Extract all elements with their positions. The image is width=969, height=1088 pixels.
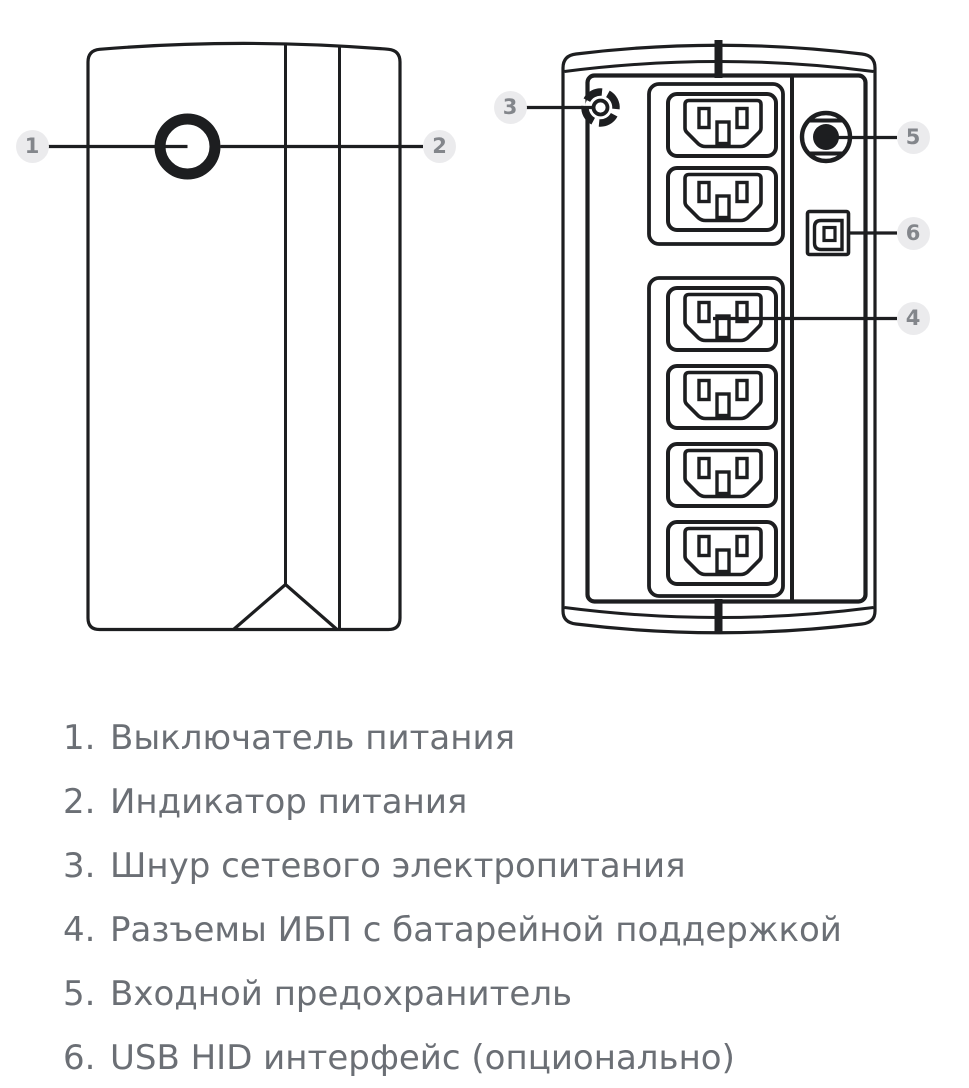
outlet-icon-1 xyxy=(666,92,778,158)
legend-item: 3. Шнур сетевого электропитания xyxy=(63,834,842,898)
outlet-icon-4 xyxy=(666,364,778,430)
legend-item-text: Индикатор питания xyxy=(110,782,468,822)
callout-badge-1: 1 xyxy=(15,130,49,163)
legend-item-text: USB HID интерфейс (опционально) xyxy=(110,1038,735,1078)
legend-item-text: Выключатель питания xyxy=(110,718,516,758)
callout-badge-4: 4 xyxy=(896,302,930,335)
callout-badge-5: 5 xyxy=(896,121,930,154)
ups-views-illustration xyxy=(48,40,897,635)
legend-item-number: 6. xyxy=(63,1038,96,1078)
callout-badge-6: 6 xyxy=(896,216,930,250)
legend-item: 5. Входной предохранитель xyxy=(63,962,842,1026)
legend-item: 6. USB HID интерфейс (опционально) xyxy=(63,1026,842,1088)
ups-back-view xyxy=(561,40,877,635)
callout-badge-3: 3 xyxy=(493,91,527,124)
legend-item-text: Шнур сетевого электропитания xyxy=(110,846,686,886)
back-bottom-notch xyxy=(714,599,723,633)
legend-item-number: 5. xyxy=(63,974,96,1014)
power-cord-anchor-icon xyxy=(581,88,620,127)
legend-item: 1. Выключатель питания xyxy=(63,706,842,770)
outlet-group-surge xyxy=(647,82,785,246)
legend-item: 4. Разъемы ИБП с батарейной поддержкой xyxy=(63,898,842,962)
legend-list: 1. Выключатель питания 2. Индикатор пита… xyxy=(63,706,842,1088)
legend-item-text: Входной предохранитель xyxy=(110,974,573,1014)
usb-port-icon xyxy=(805,209,851,257)
callout-badge-2: 2 xyxy=(423,130,456,163)
legend-item-number: 3. xyxy=(63,846,96,886)
legend-item-number: 4. xyxy=(63,910,96,950)
outlet-group-battery xyxy=(647,276,785,598)
outlet-icon-5 xyxy=(666,442,778,508)
front-bottom-bevel xyxy=(232,582,339,631)
ups-front-view xyxy=(86,41,402,632)
legend-item-text: Разъемы ИБП с батарейной поддержкой xyxy=(110,910,842,950)
outlet-icon-6 xyxy=(666,520,778,586)
outlet-icon-2 xyxy=(666,166,778,232)
legend-item: 2. Индикатор питания xyxy=(63,770,842,834)
legend-item-number: 1. xyxy=(63,718,96,758)
front-body-outline xyxy=(86,41,402,632)
legend-item-number: 2. xyxy=(63,782,96,822)
back-top-notch xyxy=(714,40,723,78)
